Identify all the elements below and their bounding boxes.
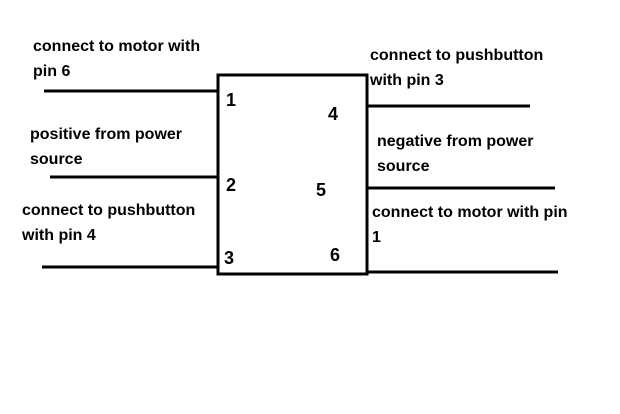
pin-number-2: 2 — [226, 175, 237, 195]
label-line: connect to motor with — [33, 38, 201, 55]
label-line: source — [377, 158, 430, 175]
chip-body — [216, 73, 369, 276]
pin-number-4: 4 — [328, 104, 339, 124]
label-line: negative from power — [377, 133, 534, 150]
label-right-pin-4: connect to pushbutton with pin 3 — [370, 43, 543, 93]
label-left-pin-3: connect to pushbutton with pin 4 — [22, 198, 195, 248]
label-line: connect to pushbutton — [370, 47, 544, 64]
label-line: positive from power — [30, 126, 183, 143]
label-line: source — [30, 151, 83, 168]
label-line: connect to pushbutton — [22, 202, 196, 219]
pin-number-6: 6 — [330, 245, 341, 265]
label-line: connect to motor with pin — [372, 204, 568, 221]
pin-number-5: 5 — [316, 180, 327, 200]
label-left-pin-1: connect to motor with pin 6 — [33, 34, 200, 84]
pin-number-3: 3 — [224, 248, 235, 268]
label-line: 1 — [372, 229, 381, 246]
label-right-pin-6: connect to motor with pin 1 — [372, 200, 568, 250]
label-line: with pin 3 — [370, 72, 444, 89]
label-right-pin-5: negative from power source — [377, 129, 533, 179]
pin-number-1: 1 — [226, 90, 237, 110]
label-left-pin-2: positive from power source — [30, 122, 182, 172]
label-line: with pin 4 — [22, 227, 96, 244]
label-line: pin 6 — [33, 63, 71, 80]
